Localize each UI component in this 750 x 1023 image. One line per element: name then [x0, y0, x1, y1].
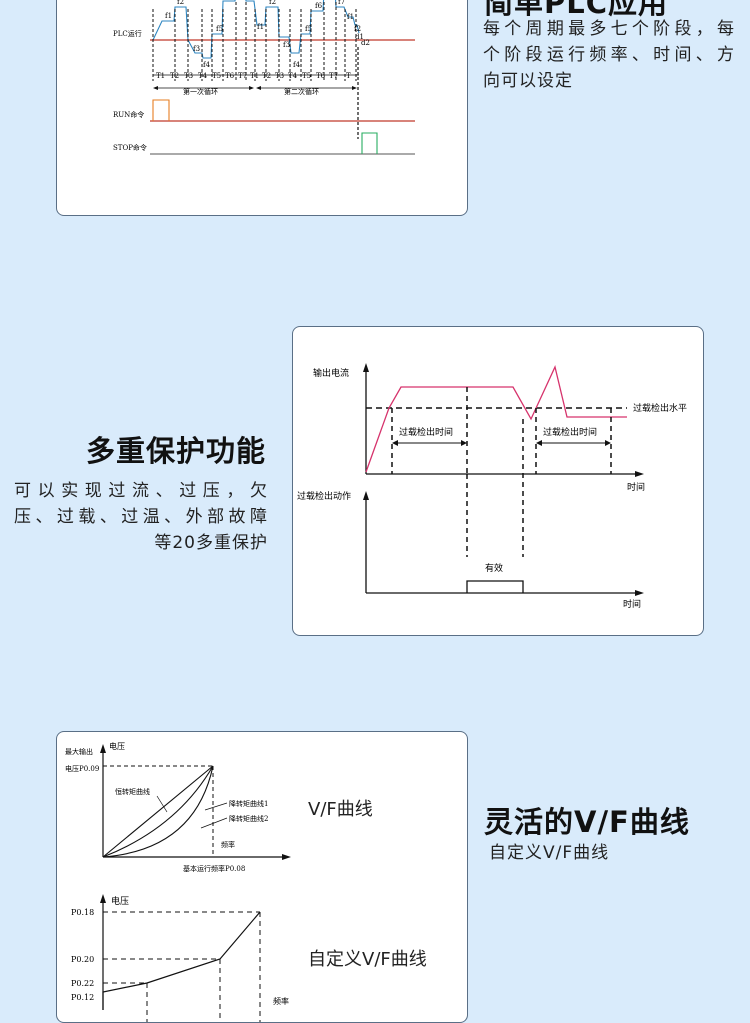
freq-label: f3: [193, 45, 200, 53]
desc-line: 等20多重保护: [154, 533, 268, 553]
vf-diagram-panel: 电压 最大输出 电压P0.09 恒转矩曲线 降转矩曲线1 降转矩曲线2 频率 基…: [56, 731, 468, 1023]
stage-label: T7: [238, 72, 247, 80]
reduced-torque-2-label: 降转矩曲线2: [229, 814, 268, 823]
plc-timing-diagram: PLC运行 RUN命令 STOP命令 f1 f2 f3 f4 f5 f6 f7 …: [113, 0, 415, 155]
chart2-tick: P0.22: [71, 979, 94, 988]
freq-label: f4: [293, 61, 301, 69]
plc-diagram-panel: PLC运行 RUN命令 STOP命令 f1 f2 f3 f4 f5 f6 f7 …: [56, 0, 468, 216]
plc-row-label: PLC运行: [113, 29, 142, 38]
plc-description: 每个周期最多七个阶段，每 个阶段运行频率、时间、方 向可以设定: [483, 16, 735, 94]
detect-time-label-1: 过载检出时间: [399, 426, 453, 438]
desc-line: 每个周期最多七个阶段，每: [483, 19, 735, 39]
chart2-tick: P0.12: [71, 993, 94, 1002]
stage-label: T6: [225, 72, 235, 80]
overload-timing-diagram: 输出电流 时间 过载检出水平 过载检出时间 过载检出时间 过载检出动作: [297, 363, 687, 610]
chart1-y-label: 电压: [109, 741, 125, 751]
stage-label: T2: [262, 72, 271, 80]
y-axis-label-current: 输出电流: [313, 367, 349, 379]
chart2-tick: P0.20: [71, 955, 94, 964]
vf-curve-diagrams: 电压 最大输出 电压P0.09 恒转矩曲线 降转矩曲线1 降转矩曲线2 频率 基…: [65, 741, 291, 1022]
protection-description: 可以实现过流、过压，欠 压、过载、过温、外部故障 等20多重保护: [14, 478, 268, 556]
freq-label: f2: [269, 0, 276, 6]
plc-section-title: 简单PLC应用: [484, 0, 669, 20]
freq-label: f2: [354, 25, 361, 33]
freq-label: f1: [347, 13, 354, 21]
stage-label: T3: [275, 72, 284, 80]
freq-label: f6: [315, 2, 323, 10]
desc-line: 可以实现过流、过压，欠: [14, 481, 268, 501]
detect-time-label-2: 过载检出时间: [543, 426, 597, 438]
freq-label: f1: [257, 23, 264, 31]
y-axis-label-action: 过载检出动作: [297, 490, 351, 502]
stage-label: T1: [156, 72, 165, 80]
freq-label: f1: [165, 12, 172, 20]
x-axis-label-time: 时间: [627, 481, 645, 493]
const-torque-label: 恒转矩曲线: [115, 787, 150, 796]
desc-line: 个阶段运行频率、时间、方: [483, 45, 735, 65]
desc-line: 压、过载、过温、外部故障: [14, 507, 268, 527]
x-axis-label-time-2: 时间: [623, 598, 641, 610]
freq-label: d1: [355, 33, 364, 41]
stage-label: T4: [288, 72, 298, 80]
vf-section-title: 灵活的V/F曲线: [484, 805, 690, 839]
desc-line: 向可以设定: [483, 71, 573, 91]
vf-subtitle: 自定义V/F曲线: [489, 843, 610, 863]
stage-label: T1: [250, 72, 259, 80]
freq-label: f5: [216, 25, 223, 33]
stage-label: T3: [184, 72, 193, 80]
freq-label: f3: [283, 41, 290, 49]
freq-label: f4: [203, 61, 211, 69]
chart2-x-label: 频率: [273, 996, 289, 1006]
chart2-tick: P0.18: [71, 908, 94, 917]
vf-curve-label: V/F曲线: [308, 799, 373, 820]
stage-label: T4: [198, 72, 208, 80]
stage-label: T7: [329, 72, 338, 80]
freq-label: f2: [177, 0, 184, 6]
stage-label: T: [346, 72, 351, 80]
freq-label: f7: [338, 0, 345, 6]
max-voltage-label: 最大输出: [65, 747, 93, 756]
overload-level-label: 过载检出水平: [633, 402, 687, 414]
freq-label: f5: [305, 25, 312, 33]
protection-diagram-panel: 输出电流 时间 过载检出水平 过载检出时间 过载检出时间 过载检出动作: [292, 326, 704, 636]
protection-section-title: 多重保护功能: [86, 434, 267, 468]
chart2-y-label: 电压: [111, 895, 129, 907]
stage-label: T5: [212, 72, 221, 80]
run-row-label: RUN命令: [113, 110, 144, 119]
stage-label: T6: [316, 72, 326, 80]
stage-label: T2: [170, 72, 179, 80]
max-voltage-param: 电压P0.09: [65, 764, 99, 773]
chart1-x-label: 频率: [221, 840, 235, 849]
freq-label: d2: [361, 39, 370, 47]
cycle-label-1: 第一次循环: [183, 87, 218, 96]
stage-label: T5: [302, 72, 311, 80]
stop-row-label: STOP命令: [113, 143, 147, 152]
custom-vf-curve-label: 自定义V/F曲线: [308, 949, 427, 970]
reduced-torque-1-label: 降转矩曲线1: [229, 799, 268, 808]
cycle-label-2: 第二次循环: [284, 87, 319, 96]
valid-label: 有效: [485, 562, 503, 574]
base-freq-label: 基本运行频率P0.08: [183, 864, 245, 873]
